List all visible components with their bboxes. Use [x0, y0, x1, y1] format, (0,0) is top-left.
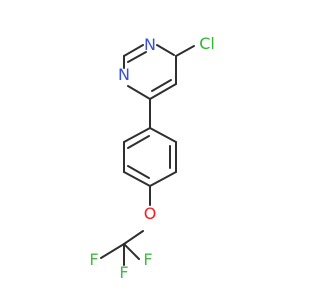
nitrogen-atom-top: N	[144, 35, 156, 54]
bond-n3-c4	[127, 85, 151, 100]
bond-c4-c5-double	[151, 79, 172, 92]
fluorine-atom-right: F	[143, 250, 153, 269]
bond-o-c	[123, 230, 144, 245]
bond-c6-cl	[175, 45, 195, 57]
bond-benzene-3-double	[127, 165, 150, 179]
bond-benzene-1-double	[127, 135, 150, 149]
bond-benzene-6	[149, 127, 177, 143]
bond-benzene-1	[123, 127, 151, 143]
fluorine-atom-bottom: F	[119, 263, 129, 282]
nitrogen-atom-left: N	[118, 65, 130, 84]
molecule-structure: N N Cl O F F F	[89, 34, 215, 282]
oxygen-atom: O	[143, 204, 157, 223]
bond-c-f-left	[100, 243, 125, 259]
fluorine-atom-left: F	[89, 250, 99, 269]
bond-c6-n1	[156, 44, 175, 56]
bond-n1-c2	[123, 44, 144, 57]
bond-benzene-4	[149, 171, 177, 187]
bond-c4-c5	[149, 83, 177, 100]
bond-layer	[100, 44, 195, 266]
bond-benzene-3	[123, 171, 151, 187]
chlorine-atom: Cl	[199, 34, 215, 53]
bond-n1-c2-double	[127, 51, 147, 63]
bond-c-f-right	[123, 243, 140, 260]
